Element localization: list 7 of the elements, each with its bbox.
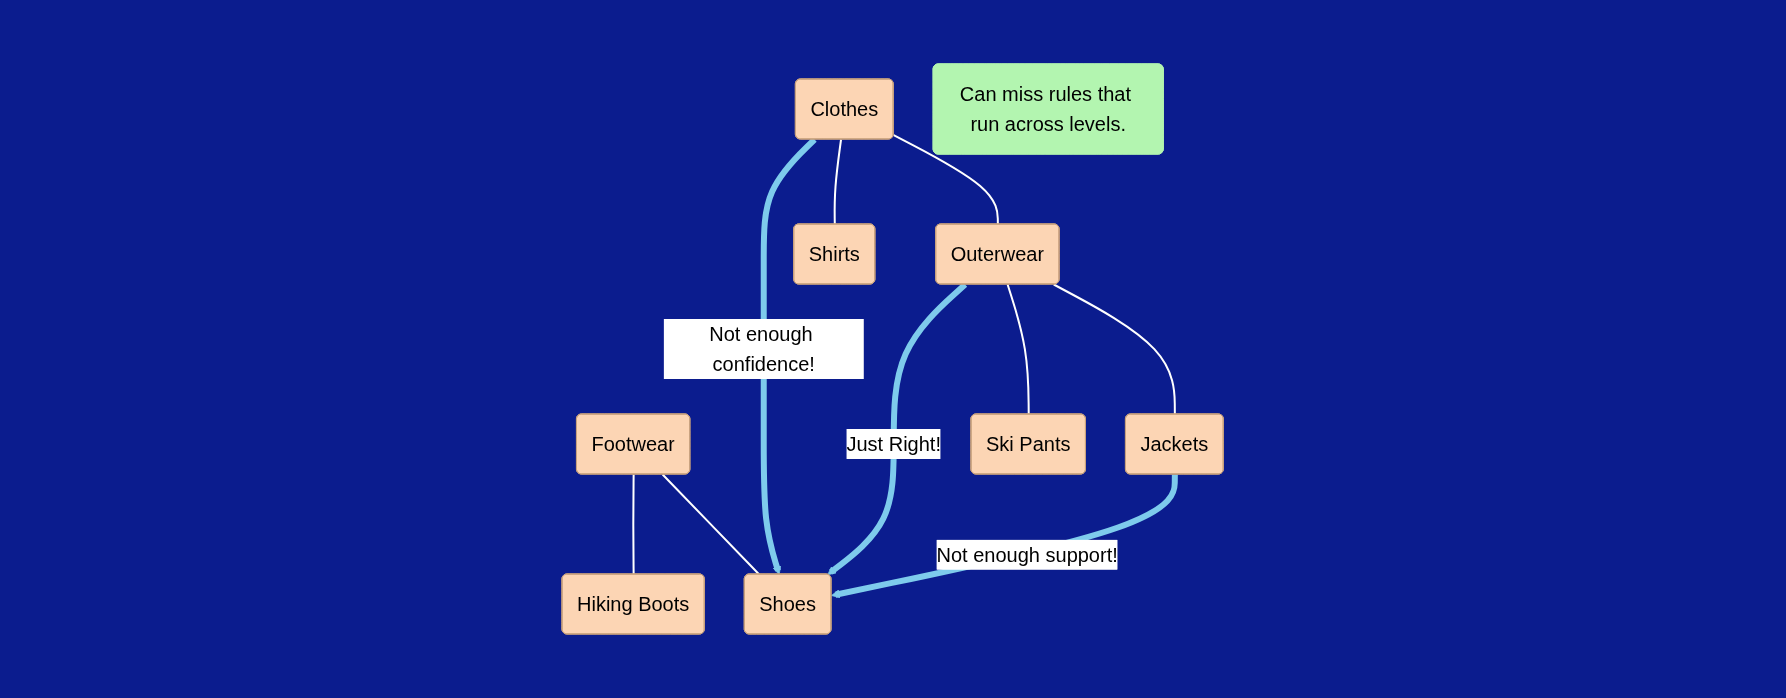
edge-label: Not enough support! <box>936 543 1119 566</box>
edge-label: Not enough confidence! <box>709 322 816 375</box>
arrow <box>831 474 1179 599</box>
arrow <box>827 282 968 576</box>
connector <box>834 138 843 226</box>
connector <box>893 134 1000 226</box>
edge-label: Just Right! <box>846 432 942 455</box>
